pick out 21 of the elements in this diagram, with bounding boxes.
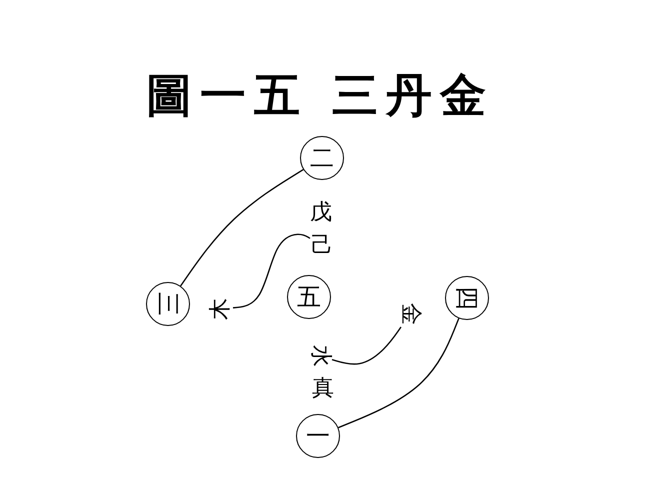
title: 圖一五 三丹金 xyxy=(144,68,495,124)
numeral: 二 xyxy=(310,146,334,170)
numeral: 三 xyxy=(156,292,180,316)
connector-line xyxy=(180,169,304,286)
numeral: 一 xyxy=(306,424,330,448)
numeral: 四 xyxy=(455,286,479,310)
character-label: 金 xyxy=(399,303,421,325)
character-label: 戊 xyxy=(310,202,332,224)
character-label: 真 xyxy=(312,378,334,400)
character-label: 水 xyxy=(309,345,331,367)
connector-line xyxy=(332,326,402,365)
numeral-circle xyxy=(146,282,190,326)
numeral: 五 xyxy=(297,285,321,309)
character-label: 木 xyxy=(210,298,232,320)
numeral-circle xyxy=(445,276,489,320)
character-label: 己 xyxy=(311,235,333,257)
connector-line xyxy=(232,234,310,308)
connector-line xyxy=(338,318,460,428)
numeral-circle xyxy=(296,414,340,458)
numeral-circle xyxy=(300,136,344,180)
numeral-circle xyxy=(287,275,331,319)
